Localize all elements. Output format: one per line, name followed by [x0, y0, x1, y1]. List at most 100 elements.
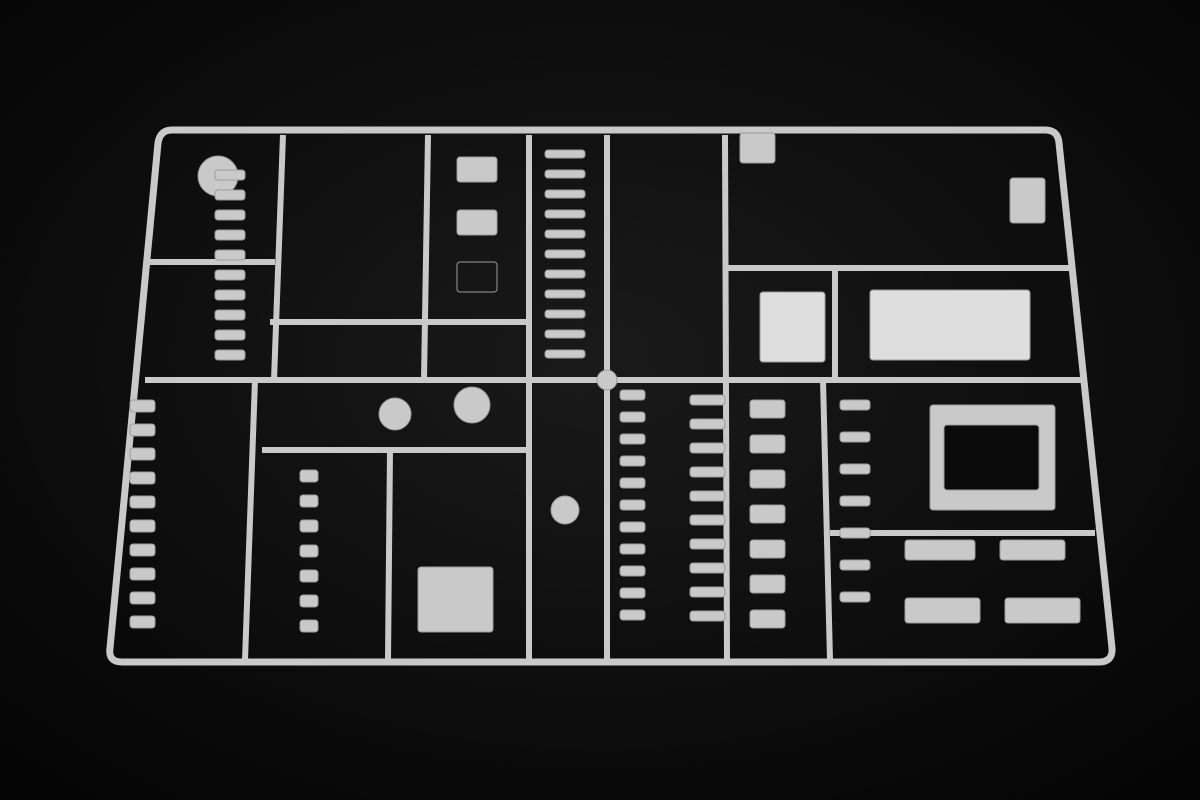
part — [544, 349, 586, 359]
part — [619, 609, 646, 621]
part — [749, 469, 786, 489]
part — [214, 329, 246, 341]
part — [1009, 177, 1046, 224]
part — [739, 132, 776, 164]
part — [456, 209, 498, 236]
part — [544, 189, 586, 199]
part — [129, 471, 156, 485]
sprue-parts — [129, 132, 1081, 633]
part — [378, 397, 412, 431]
part — [839, 431, 871, 443]
part — [544, 249, 586, 259]
part — [214, 309, 246, 321]
part — [839, 399, 871, 411]
part — [544, 149, 586, 159]
part — [299, 544, 319, 558]
part — [619, 587, 646, 599]
part — [869, 289, 1031, 361]
part — [689, 610, 726, 622]
part — [214, 189, 246, 201]
part — [129, 543, 156, 557]
part — [619, 477, 646, 489]
part — [749, 399, 786, 419]
runner — [722, 134, 730, 661]
part — [749, 574, 786, 594]
part — [1004, 597, 1081, 624]
part — [689, 442, 726, 454]
part — [453, 386, 491, 424]
runner — [385, 449, 393, 661]
part — [544, 209, 586, 219]
part — [839, 527, 871, 539]
sprue-runners — [145, 134, 1095, 661]
part — [749, 504, 786, 524]
part — [904, 597, 981, 624]
part — [129, 399, 156, 413]
part — [214, 289, 246, 301]
part — [943, 424, 1040, 491]
part — [544, 309, 586, 319]
part — [214, 229, 246, 241]
part — [214, 269, 246, 281]
part — [299, 619, 319, 633]
part — [214, 349, 246, 361]
part — [129, 615, 156, 629]
part — [299, 519, 319, 533]
part — [689, 466, 726, 478]
part — [544, 269, 586, 279]
part — [456, 261, 498, 293]
part — [596, 369, 618, 391]
part — [619, 565, 646, 577]
part — [759, 291, 826, 363]
part — [999, 539, 1066, 561]
part — [839, 463, 871, 475]
part — [839, 591, 871, 603]
part — [129, 423, 156, 437]
sprue-frame — [106, 126, 1116, 666]
part — [544, 169, 586, 179]
part — [129, 567, 156, 581]
runner — [271, 134, 286, 381]
part — [214, 169, 246, 181]
part — [544, 229, 586, 239]
part — [619, 543, 646, 555]
part — [689, 394, 726, 406]
part — [689, 586, 726, 598]
part — [456, 156, 498, 183]
part — [689, 514, 726, 526]
sprue-outer-frame — [106, 126, 1116, 666]
part — [544, 329, 586, 339]
part — [299, 469, 319, 483]
part — [839, 559, 871, 571]
part — [299, 569, 319, 583]
part — [129, 591, 156, 605]
part — [129, 447, 156, 461]
part — [550, 495, 580, 525]
part — [904, 539, 976, 561]
part — [749, 539, 786, 559]
part — [299, 494, 319, 508]
part — [544, 289, 586, 299]
part — [619, 455, 646, 467]
part — [214, 209, 246, 221]
runner — [421, 134, 431, 381]
part — [299, 594, 319, 608]
part — [129, 495, 156, 509]
part — [689, 538, 726, 550]
part — [619, 433, 646, 445]
part — [839, 495, 871, 507]
runner — [242, 379, 258, 661]
part — [689, 418, 726, 430]
part — [417, 566, 494, 633]
runner — [820, 379, 833, 661]
part — [749, 609, 786, 629]
part — [619, 411, 646, 423]
part — [689, 562, 726, 574]
part — [129, 519, 156, 533]
part — [619, 521, 646, 533]
part — [619, 389, 646, 401]
part — [689, 490, 726, 502]
part — [749, 434, 786, 454]
